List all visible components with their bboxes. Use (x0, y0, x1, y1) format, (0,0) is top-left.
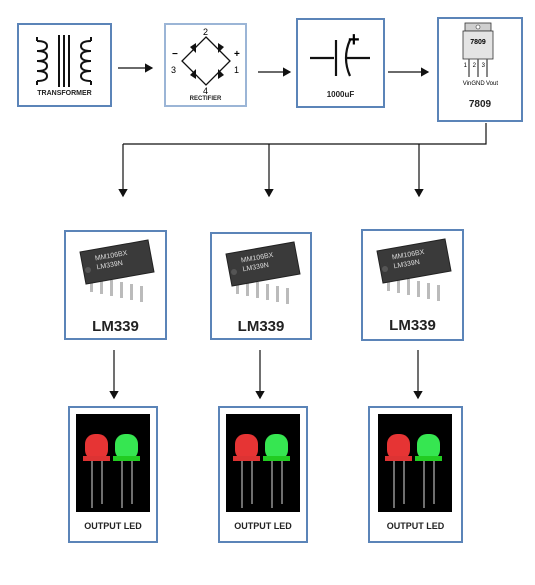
capacitor-block: + 1000uF (296, 18, 385, 108)
regulator-chip-text: 7809 (470, 39, 486, 46)
voltage-regulator-icon: 7809 1 2 3 Vin GND Vout (462, 22, 498, 87)
capacitor-label: 1000uF (326, 90, 355, 99)
regulator-label: 7809 (468, 99, 492, 110)
ic-chip-icon: MM106BX LM339N (225, 241, 301, 304)
transformer-icon (36, 35, 92, 87)
regulator-pin-3: 3 (482, 63, 486, 69)
rectifier-pin-bottom: 4 (203, 86, 208, 96)
capacitor-plus: + (348, 29, 360, 51)
output-led-block-3: OUTPUT LED (368, 406, 463, 543)
output-led-block-1: OUTPUT LED (68, 406, 158, 543)
output-led-block-2: OUTPUT LED (218, 406, 308, 543)
regulator-bus-line (123, 123, 487, 145)
output-led-label-3: OUTPUT LED (386, 521, 445, 531)
rectifier-minus: − (172, 49, 178, 60)
rectifier-pin-right: 1 (234, 65, 239, 75)
comparator-label-3: LM339 (389, 317, 436, 334)
regulator-pin-name-vout: Vout (486, 81, 498, 87)
regulator-pin-1: 1 (464, 63, 468, 69)
bridge-rectifier-icon: 2 3 1 4 + − (171, 27, 240, 96)
rectifier-block: 2 3 1 4 + − RECTIFIER (164, 23, 247, 107)
regulator-pin-name-vin: Vin (463, 81, 472, 87)
transformer-label: TRANSFORMER (37, 90, 92, 97)
output-led-label-1: OUTPUT LED (84, 521, 142, 531)
transformer-block: TRANSFORMER (17, 23, 112, 107)
output-led-label-2: OUTPUT LED (234, 521, 292, 531)
chip-text-line-2: LM339N (96, 260, 123, 271)
rectifier-pin-left: 3 (171, 65, 176, 75)
led-pair-icon (226, 414, 300, 512)
regulator-pin-name-gnd: GND (471, 81, 485, 87)
ic-chip-icon: MM106BX LM339N (376, 238, 452, 301)
rectifier-label: RECTIFIER (189, 96, 222, 102)
chip-text-line-2: LM339N (242, 262, 269, 273)
led-pair-icon (76, 414, 150, 512)
comparator-label-1: LM339 (92, 318, 139, 335)
comparator-label-2: LM339 (237, 318, 285, 335)
regulator-pin-2: 2 (473, 63, 477, 69)
rectifier-pin-top: 2 (203, 27, 208, 37)
ic-chip-icon: MM106BX LM339N (79, 239, 155, 302)
comparator-block-2: MM106BX LM339N LM339 (210, 232, 312, 340)
comparator-block-1: MM106BX LM339N LM339 (64, 230, 167, 340)
rectifier-plus: + (234, 49, 240, 60)
chip-text-line-2: LM339N (393, 259, 420, 270)
capacitor-icon: + (310, 29, 370, 77)
comparator-block-3: MM106BX LM339N LM339 (361, 229, 464, 341)
regulator-block: 7809 1 2 3 Vin GND Vout 7809 (437, 17, 523, 122)
led-pair-icon (378, 414, 452, 512)
